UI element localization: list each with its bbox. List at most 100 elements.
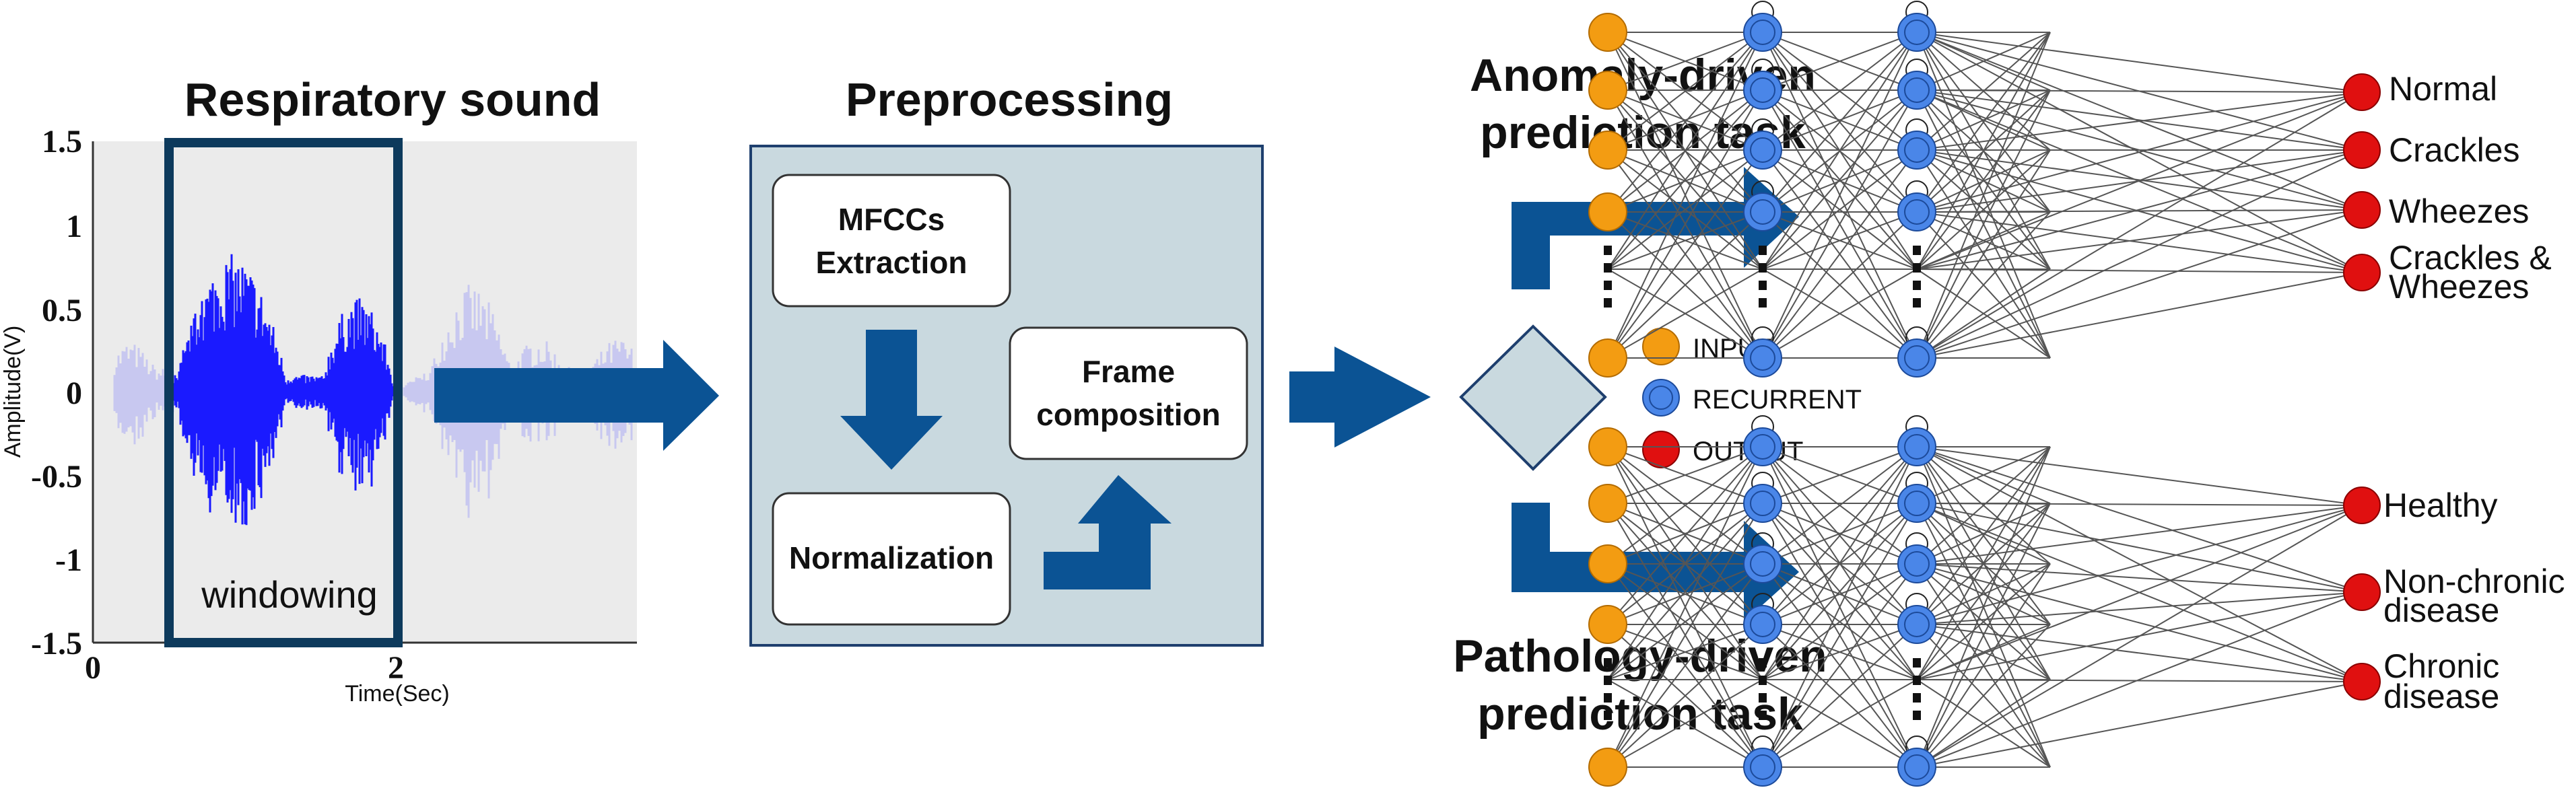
recurrent-node-inner bbox=[1750, 345, 1775, 371]
recurrent-node-inner bbox=[1904, 551, 1930, 577]
pathology-connection bbox=[1916, 563, 2051, 680]
anomaly-connection bbox=[1916, 92, 2363, 151]
pathology-connection bbox=[1607, 446, 1763, 680]
pathology-connection bbox=[1916, 505, 2363, 565]
anomaly-connection bbox=[1916, 89, 2051, 151]
waveform-burst bbox=[176, 254, 288, 526]
pathology-network bbox=[1588, 415, 2381, 787]
pathology-connection bbox=[1916, 503, 2051, 565]
x-tick-label: 0 bbox=[85, 650, 101, 686]
recurrent-node-inner bbox=[1904, 199, 1930, 225]
pathology-connection bbox=[1762, 503, 1918, 768]
output-node-icon bbox=[2343, 131, 2381, 169]
pathology-connection bbox=[1916, 591, 2363, 768]
pathology-connection bbox=[1762, 446, 1918, 625]
recurrent-node-inner bbox=[1904, 612, 1930, 637]
ellipsis-dot bbox=[1604, 246, 1612, 255]
anomaly-connection bbox=[1762, 149, 1918, 213]
recurrent-node-icon bbox=[1743, 71, 1782, 110]
pathology-connection bbox=[1916, 446, 2051, 680]
recurrent-node-icon bbox=[1743, 544, 1782, 583]
anomaly-connection bbox=[1762, 32, 1918, 91]
y-tick-label: 1 bbox=[66, 209, 82, 244]
anomaly-connection bbox=[1916, 209, 2363, 213]
pathology-connection bbox=[1762, 503, 1918, 680]
recurrent-node-icon bbox=[1743, 131, 1782, 170]
recurrent-node-icon bbox=[1897, 131, 1936, 170]
pathology-connection bbox=[1916, 624, 2051, 768]
recurrent-node-icon bbox=[1897, 748, 1936, 787]
input-node-icon bbox=[1588, 338, 1627, 378]
anomaly-connection bbox=[1916, 149, 2051, 359]
ellipsis-dot bbox=[1913, 263, 1921, 273]
anomaly-connection bbox=[1607, 32, 1763, 270]
anomaly-connection bbox=[1916, 32, 2051, 91]
respiratory-title: Respiratory sound bbox=[184, 73, 601, 126]
anomaly-connection bbox=[1916, 209, 2363, 359]
output-node-icon bbox=[2343, 487, 2381, 524]
arrow-right-icon bbox=[434, 340, 719, 451]
window-label: windowing bbox=[201, 573, 378, 616]
pathology-connection bbox=[1916, 563, 2363, 593]
anomaly-connection bbox=[1607, 149, 1763, 359]
arrow-right-icon bbox=[1289, 347, 1431, 447]
ellipsis-dot bbox=[1913, 693, 1921, 703]
ellipsis-dot bbox=[1604, 298, 1612, 308]
recurrent-node-icon bbox=[1743, 192, 1782, 231]
pathology-connection bbox=[1762, 563, 1918, 768]
ellipsis-dot bbox=[1604, 711, 1612, 720]
output-node-icon bbox=[2343, 254, 2381, 291]
anomaly-connection bbox=[1762, 89, 1918, 151]
mfcc-step-box bbox=[772, 174, 1011, 308]
output-node-icon bbox=[2343, 191, 2381, 229]
recurrent-node-icon bbox=[1897, 427, 1936, 466]
anomaly-connection bbox=[1607, 32, 1763, 151]
y-tick-label: 0.5 bbox=[42, 293, 82, 328]
anomaly-connection bbox=[1607, 32, 1763, 359]
recurrent-node-icon bbox=[1743, 605, 1782, 644]
recurrent-node-icon bbox=[1897, 338, 1936, 378]
recurrent-node-inner bbox=[1750, 754, 1775, 780]
recurrent-node-inner bbox=[1750, 77, 1775, 103]
preprocessing-title: Preprocessing bbox=[846, 73, 1173, 126]
recurrent-node-icon bbox=[1743, 338, 1782, 378]
ellipsis-dot bbox=[1913, 281, 1921, 290]
anomaly-connection bbox=[1916, 149, 2363, 270]
anomaly-connection bbox=[1916, 149, 2051, 270]
recurrent-node-inner bbox=[1904, 345, 1930, 371]
output-label-wheezes: Wheezes bbox=[2389, 192, 2529, 230]
mfcc-label-1: MFCCs bbox=[838, 202, 945, 237]
arrow-down-icon bbox=[840, 330, 943, 470]
pathology-connection bbox=[1607, 563, 1763, 768]
anomaly-connection bbox=[1607, 211, 1763, 359]
recurrent-node-inner bbox=[1750, 199, 1775, 225]
anomaly-connection bbox=[1916, 89, 2363, 93]
anomaly-outputs: Normal Crackles Wheezes Crackles & Wheez… bbox=[2389, 70, 2552, 306]
pathology-connection bbox=[1916, 503, 2363, 593]
pathology-task-title-2: prediction task bbox=[1477, 688, 1803, 740]
anomaly-connection bbox=[1916, 92, 2363, 213]
anomaly-connection bbox=[1762, 268, 1918, 359]
normalization-step-box bbox=[772, 492, 1011, 626]
pathology-connection bbox=[1916, 503, 2051, 680]
pathology-connection bbox=[1607, 679, 1763, 768]
recurrent-node-icon bbox=[1897, 71, 1936, 110]
output-node-icon bbox=[2343, 73, 2381, 111]
anomaly-connection bbox=[1762, 89, 1918, 270]
branch-diamond bbox=[1459, 324, 1607, 471]
pathology-connection bbox=[1916, 446, 2363, 593]
pathology-connection bbox=[1916, 563, 2051, 625]
anomaly-connection bbox=[1607, 32, 1763, 213]
ellipsis-dot bbox=[1759, 246, 1767, 255]
recurrent-node-icon bbox=[1897, 192, 1936, 231]
anomaly-connection bbox=[1762, 32, 1918, 359]
output-label-normal: Normal bbox=[2389, 70, 2497, 108]
pathology-connection bbox=[1916, 679, 2363, 682]
pathology-connection bbox=[1762, 563, 1918, 625]
pathology-connection bbox=[1916, 563, 2051, 768]
pathology-connection bbox=[1762, 446, 1918, 768]
y-tick-label: -0.5 bbox=[31, 459, 82, 495]
output-label-nonchronic-1: Non-chronic bbox=[2383, 563, 2565, 600]
input-node-icon bbox=[1588, 131, 1627, 170]
